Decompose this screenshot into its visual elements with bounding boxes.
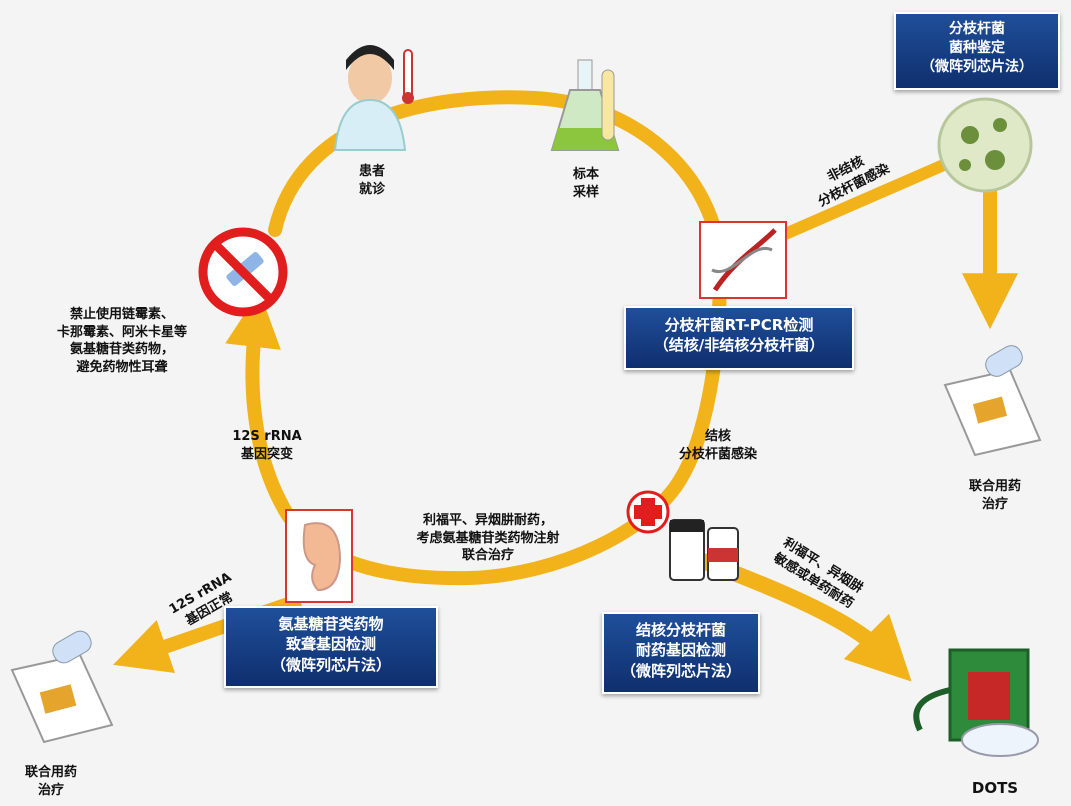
label-line: 联合治疗 bbox=[461, 548, 514, 564]
label-line: 禁止使用链霉素、 bbox=[69, 307, 174, 322]
label-line: 避免药物性耳聋 bbox=[76, 359, 168, 375]
dots-kit-icon bbox=[913, 648, 1039, 757]
label-line: 治疗 bbox=[37, 782, 64, 798]
label-line: 考虑氨基糖苷类药物注射 bbox=[416, 530, 560, 546]
box-line: 耐药基因检测 bbox=[635, 641, 726, 660]
label-line: 患者 bbox=[358, 164, 385, 179]
box-line: 致聋基因检测 bbox=[285, 635, 376, 654]
box-line: 分枝杆菌RT-PCR检测 bbox=[664, 316, 814, 334]
patient-label: 患者 就诊 bbox=[344, 163, 400, 198]
label-line: 联合用药 bbox=[968, 479, 1021, 494]
label-line: 治疗 bbox=[981, 496, 1008, 512]
amino-gene-box: 氨基糖苷类药物 致聋基因检测 （微阵列芯片法） bbox=[224, 606, 438, 688]
bacteria-culture-icon bbox=[937, 97, 1033, 193]
box-line: 菌种鉴定 bbox=[949, 39, 1005, 56]
specimen-label: 标本 采样 bbox=[558, 166, 614, 201]
box-line: （微阵列芯片法） bbox=[270, 655, 391, 674]
box-line: （结核/非结核分枝杆菌） bbox=[653, 336, 825, 355]
label-line: 采样 bbox=[572, 184, 599, 200]
ear-icon bbox=[285, 509, 353, 603]
label-line: DOTS bbox=[971, 779, 1019, 797]
label-line: 氨基糖苷类药物， bbox=[69, 342, 174, 358]
dna-icon bbox=[699, 221, 787, 299]
medicine-bottles-icon bbox=[626, 490, 739, 581]
label-line: 分枝杆菌感染 bbox=[678, 446, 757, 462]
label-line: 基因突变 bbox=[240, 446, 293, 462]
tb-infection-label: 结核 分枝杆菌感染 bbox=[648, 428, 788, 463]
arrow-to-bacteria bbox=[754, 154, 961, 251]
dots-label: DOTS bbox=[955, 778, 1035, 798]
box-line: 氨基糖苷类药物 bbox=[278, 615, 384, 633]
combo-treatment-left: 联合用药 治疗 bbox=[6, 764, 96, 799]
patient-thermometer-icon bbox=[333, 45, 414, 151]
mutation-detected-label: 12S rRNA 基因突变 bbox=[212, 428, 322, 463]
box-line: （微阵列芯片法） bbox=[921, 58, 1033, 75]
arrow-to-forbid bbox=[225, 291, 289, 509]
prescription-icon bbox=[943, 345, 1042, 457]
no-injection-icon bbox=[198, 227, 288, 317]
species-id-box: 分枝杆菌 菌种鉴定 （微阵列芯片法） bbox=[894, 12, 1060, 90]
label-line: 结核 bbox=[704, 429, 731, 444]
box-line: 分枝杆菌 bbox=[949, 21, 1005, 37]
forbid-note: 禁止使用链霉素、 卡那霉素、阿米卡星等 氨基糖苷类药物， 避免药物性耳聋 bbox=[24, 306, 220, 376]
prescription-icon bbox=[10, 630, 114, 744]
label-line: 卡那霉素、阿米卡星等 bbox=[56, 324, 187, 340]
label-line: 标本 bbox=[572, 167, 599, 182]
box-line: （微阵列芯片法） bbox=[620, 661, 741, 680]
lab-flask-icon bbox=[550, 59, 620, 151]
box-line: 结核分枝杆菌 bbox=[635, 621, 726, 639]
center-note: 利福平、异烟肼耐药， 考虑氨基糖苷类药物注射 联合治疗 bbox=[388, 512, 588, 565]
label-line: 就诊 bbox=[358, 181, 385, 197]
label-line: 利福平、异烟肼耐药， bbox=[422, 513, 553, 528]
combo-treatment-right: 联合用药 治疗 bbox=[950, 478, 1040, 513]
tb-resistance-box: 结核分枝杆菌 耐药基因检测 （微阵列芯片法） bbox=[602, 612, 760, 694]
rtpcr-box: 分枝杆菌RT-PCR检测 （结核/非结核分枝杆菌） bbox=[624, 306, 854, 370]
label-line: 12S rRNA bbox=[232, 429, 302, 444]
label-line: 联合用药 bbox=[24, 765, 77, 780]
